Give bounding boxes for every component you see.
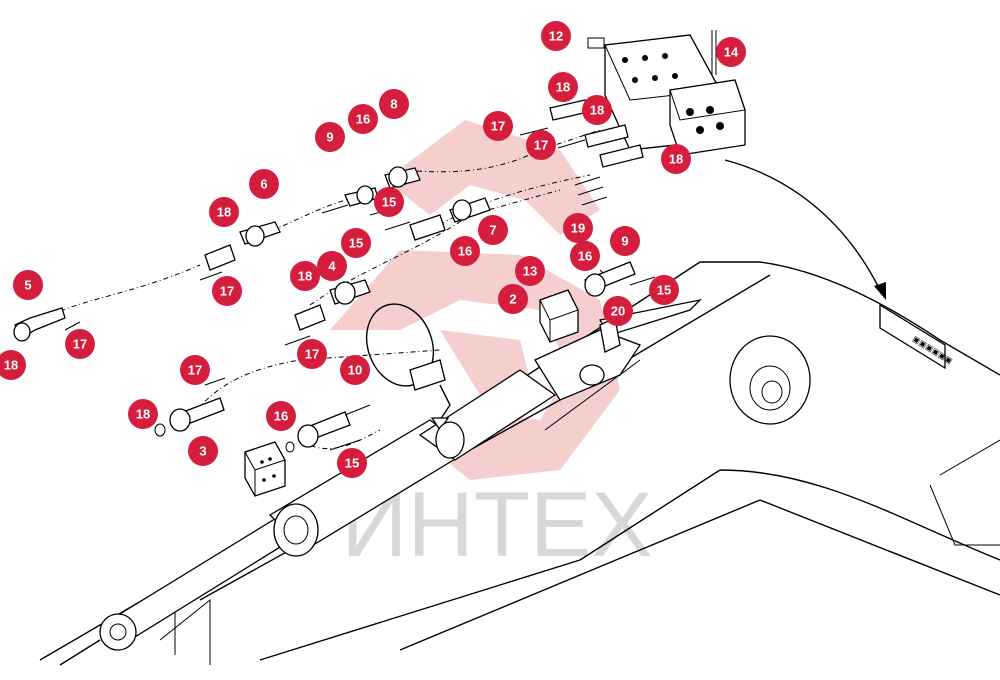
callout-17-label: 17: [220, 284, 234, 299]
callout-16-label: 16: [274, 409, 288, 424]
callout-10-label: 10: [348, 363, 362, 378]
callout-17-label: 17: [305, 347, 319, 362]
callout-7-label: 7: [489, 223, 496, 238]
callout-20: 20: [603, 296, 633, 326]
callout-18-label: 18: [298, 269, 312, 284]
callout-9: 9: [610, 226, 640, 256]
callout-14-label: 14: [724, 45, 739, 60]
callout-17: 17: [297, 339, 327, 369]
callout-15-label: 15: [349, 236, 363, 251]
callout-15: 15: [649, 275, 679, 305]
fitting-3: [154, 397, 225, 437]
callout-15-label: 15: [382, 195, 396, 210]
callout-12: 12: [541, 21, 571, 51]
callout-18-label: 18: [590, 103, 604, 118]
callout-4: 4: [317, 251, 347, 281]
distribution-manifold: [587, 30, 746, 156]
callout-3-label: 3: [199, 444, 206, 459]
callout-20-label: 20: [611, 304, 625, 319]
callout-9: 9: [315, 122, 345, 152]
callout-15-label: 15: [345, 456, 359, 471]
cylinder-trunnion: [534, 298, 702, 431]
callout-15: 15: [374, 187, 404, 217]
callout-18: 18: [128, 399, 158, 429]
direction-arrow: [724, 159, 886, 300]
valve-block-lower: [244, 441, 286, 497]
callout-7: 7: [478, 215, 508, 245]
callout-9-label: 9: [621, 234, 628, 249]
callout-17-label: 17: [188, 363, 202, 378]
callout-15-label: 15: [657, 283, 671, 298]
callout-16-label: 16: [458, 244, 472, 259]
callout-12-label: 12: [549, 29, 563, 44]
callout-5-label: 5: [24, 278, 31, 293]
callout-18: 18: [209, 197, 239, 227]
callout-6: 6: [249, 169, 279, 199]
callout-16: 16: [266, 401, 296, 431]
callout-13: 13: [515, 256, 545, 286]
callout-16: 16: [348, 104, 378, 134]
callout-19-label: 19: [571, 221, 585, 236]
fitting-9-lower: [584, 261, 636, 297]
callout-19: 19: [563, 213, 593, 243]
fitting-6: [204, 221, 281, 271]
fitting-8: [384, 166, 421, 189]
fitting-7: [409, 197, 491, 241]
callout-8-label: 8: [390, 97, 397, 112]
callout-3: 3: [188, 436, 218, 466]
serial-plate: ▣▣▣▣▣▣: [879, 303, 954, 370]
bolts-19: [574, 176, 608, 206]
callout-10: 10: [340, 355, 370, 385]
callout-18: 18: [548, 72, 578, 102]
callout-18-label: 18: [669, 152, 683, 167]
callout-14: 14: [716, 37, 746, 67]
callout-9-label: 9: [326, 130, 333, 145]
callout-18: 18: [290, 261, 320, 291]
fitting-4: [294, 279, 371, 331]
callout-18-label: 18: [217, 205, 231, 220]
callout-17-label: 17: [534, 138, 548, 153]
callout-4-label: 4: [328, 259, 336, 274]
callout-17: 17: [526, 130, 556, 160]
fitting-9-upper: [321, 185, 379, 214]
block-2: [539, 289, 579, 343]
callout-16-label: 16: [356, 112, 370, 127]
callout-18: 18: [0, 350, 26, 380]
fitting-16-lower: [285, 404, 371, 453]
callout-18-label: 18: [136, 407, 150, 422]
callout-17-label: 17: [491, 119, 505, 134]
callout-16: 16: [570, 241, 600, 271]
callout-17-label: 17: [73, 337, 87, 352]
callout-17: 17: [483, 111, 513, 141]
callout-18: 18: [661, 144, 691, 174]
callout-17: 17: [180, 355, 210, 385]
callout-15: 15: [341, 228, 371, 258]
callout-15: 15: [337, 448, 367, 478]
callout-18: 18: [582, 95, 612, 125]
callout-6-label: 6: [260, 177, 267, 192]
callout-8: 8: [379, 89, 409, 119]
callout-5: 5: [13, 270, 43, 300]
callout-18-label: 18: [4, 358, 18, 373]
callout-16: 16: [450, 236, 480, 266]
callout-13-label: 13: [523, 264, 537, 279]
hose-clamp: [365, 303, 465, 459]
callout-18-label: 18: [556, 80, 570, 95]
callout-2: 2: [498, 284, 528, 314]
callout-17: 17: [65, 329, 95, 359]
callout-17: 17: [212, 276, 242, 306]
callout-16-label: 16: [578, 249, 592, 264]
boom-pivot-boss: [729, 335, 811, 425]
fitting-5: [13, 307, 81, 342]
callout-2-label: 2: [509, 292, 516, 307]
